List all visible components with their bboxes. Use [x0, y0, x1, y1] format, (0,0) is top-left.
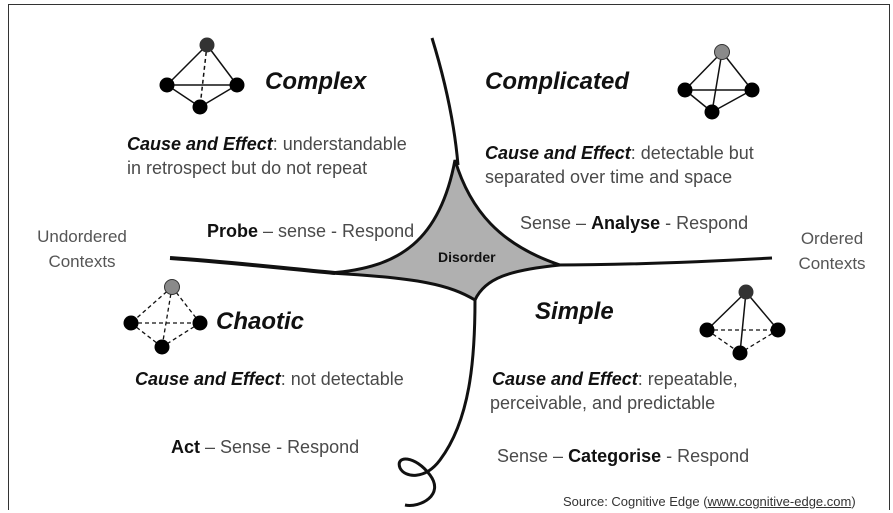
complicated-approach-post: - Respond: [660, 213, 749, 233]
chaotic-network-icon: [123, 279, 208, 355]
complex-cause-line2: in retrospect but do not repeat: [127, 158, 368, 178]
source-credit: Source: Cognitive Edge (www.cognitive-ed…: [563, 494, 856, 509]
source-suffix: ): [851, 494, 856, 509]
unordered-contexts-label: Undordered Contexts: [22, 224, 142, 274]
complicated-approach-pre: Sense –: [520, 213, 592, 233]
complex-approach: Probe – sense - Respond: [207, 220, 414, 242]
chaotic-cause-text: : not detectable: [280, 369, 404, 389]
complex-cause-line1: Cause and Effect: understandable: [127, 133, 407, 155]
simple-cause-line2: perceivable, and predictable: [490, 393, 716, 413]
ordered-line1: Ordered: [800, 229, 864, 248]
boundary-right: [554, 256, 773, 267]
boundary-top: [430, 37, 460, 166]
chaotic-approach: Act – Sense - Respond: [171, 436, 359, 458]
disorder-label: Disorder: [438, 249, 496, 265]
complicated-title: Complicated: [485, 68, 630, 95]
source-link[interactable]: www.cognitive-edge.com: [707, 494, 852, 509]
complex-network-icon: [159, 37, 245, 115]
boundary-bottom: [397, 299, 477, 507]
chaotic-approach-bold: Act: [171, 437, 201, 457]
complex-approach-bold: Probe: [207, 221, 259, 241]
simple-cause-label: Cause and Effect: [492, 369, 638, 389]
simple-approach: Sense – Categorise - Respond: [497, 445, 749, 467]
complicated-cause-line2: separated over time and space: [485, 167, 733, 187]
chaotic-cause-line1: Cause and Effect: not detectable: [135, 368, 404, 390]
complicated-cause-line1: Cause and Effect: detectable but: [485, 142, 754, 164]
simple-cause-text: : repeatable,: [637, 369, 738, 389]
complex-approach-rest: – sense - Respond: [258, 221, 415, 241]
chaotic-cause-label: Cause and Effect: [135, 369, 281, 389]
ordered-contexts-label: Ordered Contexts: [782, 226, 882, 276]
simple-approach-pre: Sense –: [497, 446, 569, 466]
complicated-network-icon: [677, 44, 760, 120]
complex-title: Complex: [265, 68, 367, 95]
unordered-line2: Contexts: [48, 252, 116, 271]
ordered-line2: Contexts: [798, 254, 866, 273]
boundary-left: [169, 256, 336, 275]
complicated-approach-bold: Analyse: [591, 213, 661, 233]
simple-approach-bold: Categorise: [568, 446, 662, 466]
complex-cause-label: Cause and Effect: [127, 134, 273, 154]
chaotic-approach-rest: – Sense - Respond: [200, 437, 360, 457]
complex-cause-text: : understandable: [272, 134, 407, 154]
simple-approach-post: - Respond: [661, 446, 750, 466]
source-prefix: Source: Cognitive Edge (: [563, 494, 708, 509]
simple-cause-line1: Cause and Effect: repeatable,: [492, 368, 738, 390]
complicated-cause-text: : detectable but: [630, 143, 754, 163]
simple-title: Simple: [535, 298, 614, 325]
unordered-line1: Undordered: [37, 227, 127, 246]
diagram-frame: [8, 4, 890, 510]
chaotic-title: Chaotic: [216, 308, 305, 335]
simple-network-icon: [699, 284, 786, 361]
disorder-region: [329, 159, 561, 303]
complicated-approach: Sense – Analyse - Respond: [520, 212, 748, 234]
complicated-cause-label: Cause and Effect: [485, 143, 631, 163]
